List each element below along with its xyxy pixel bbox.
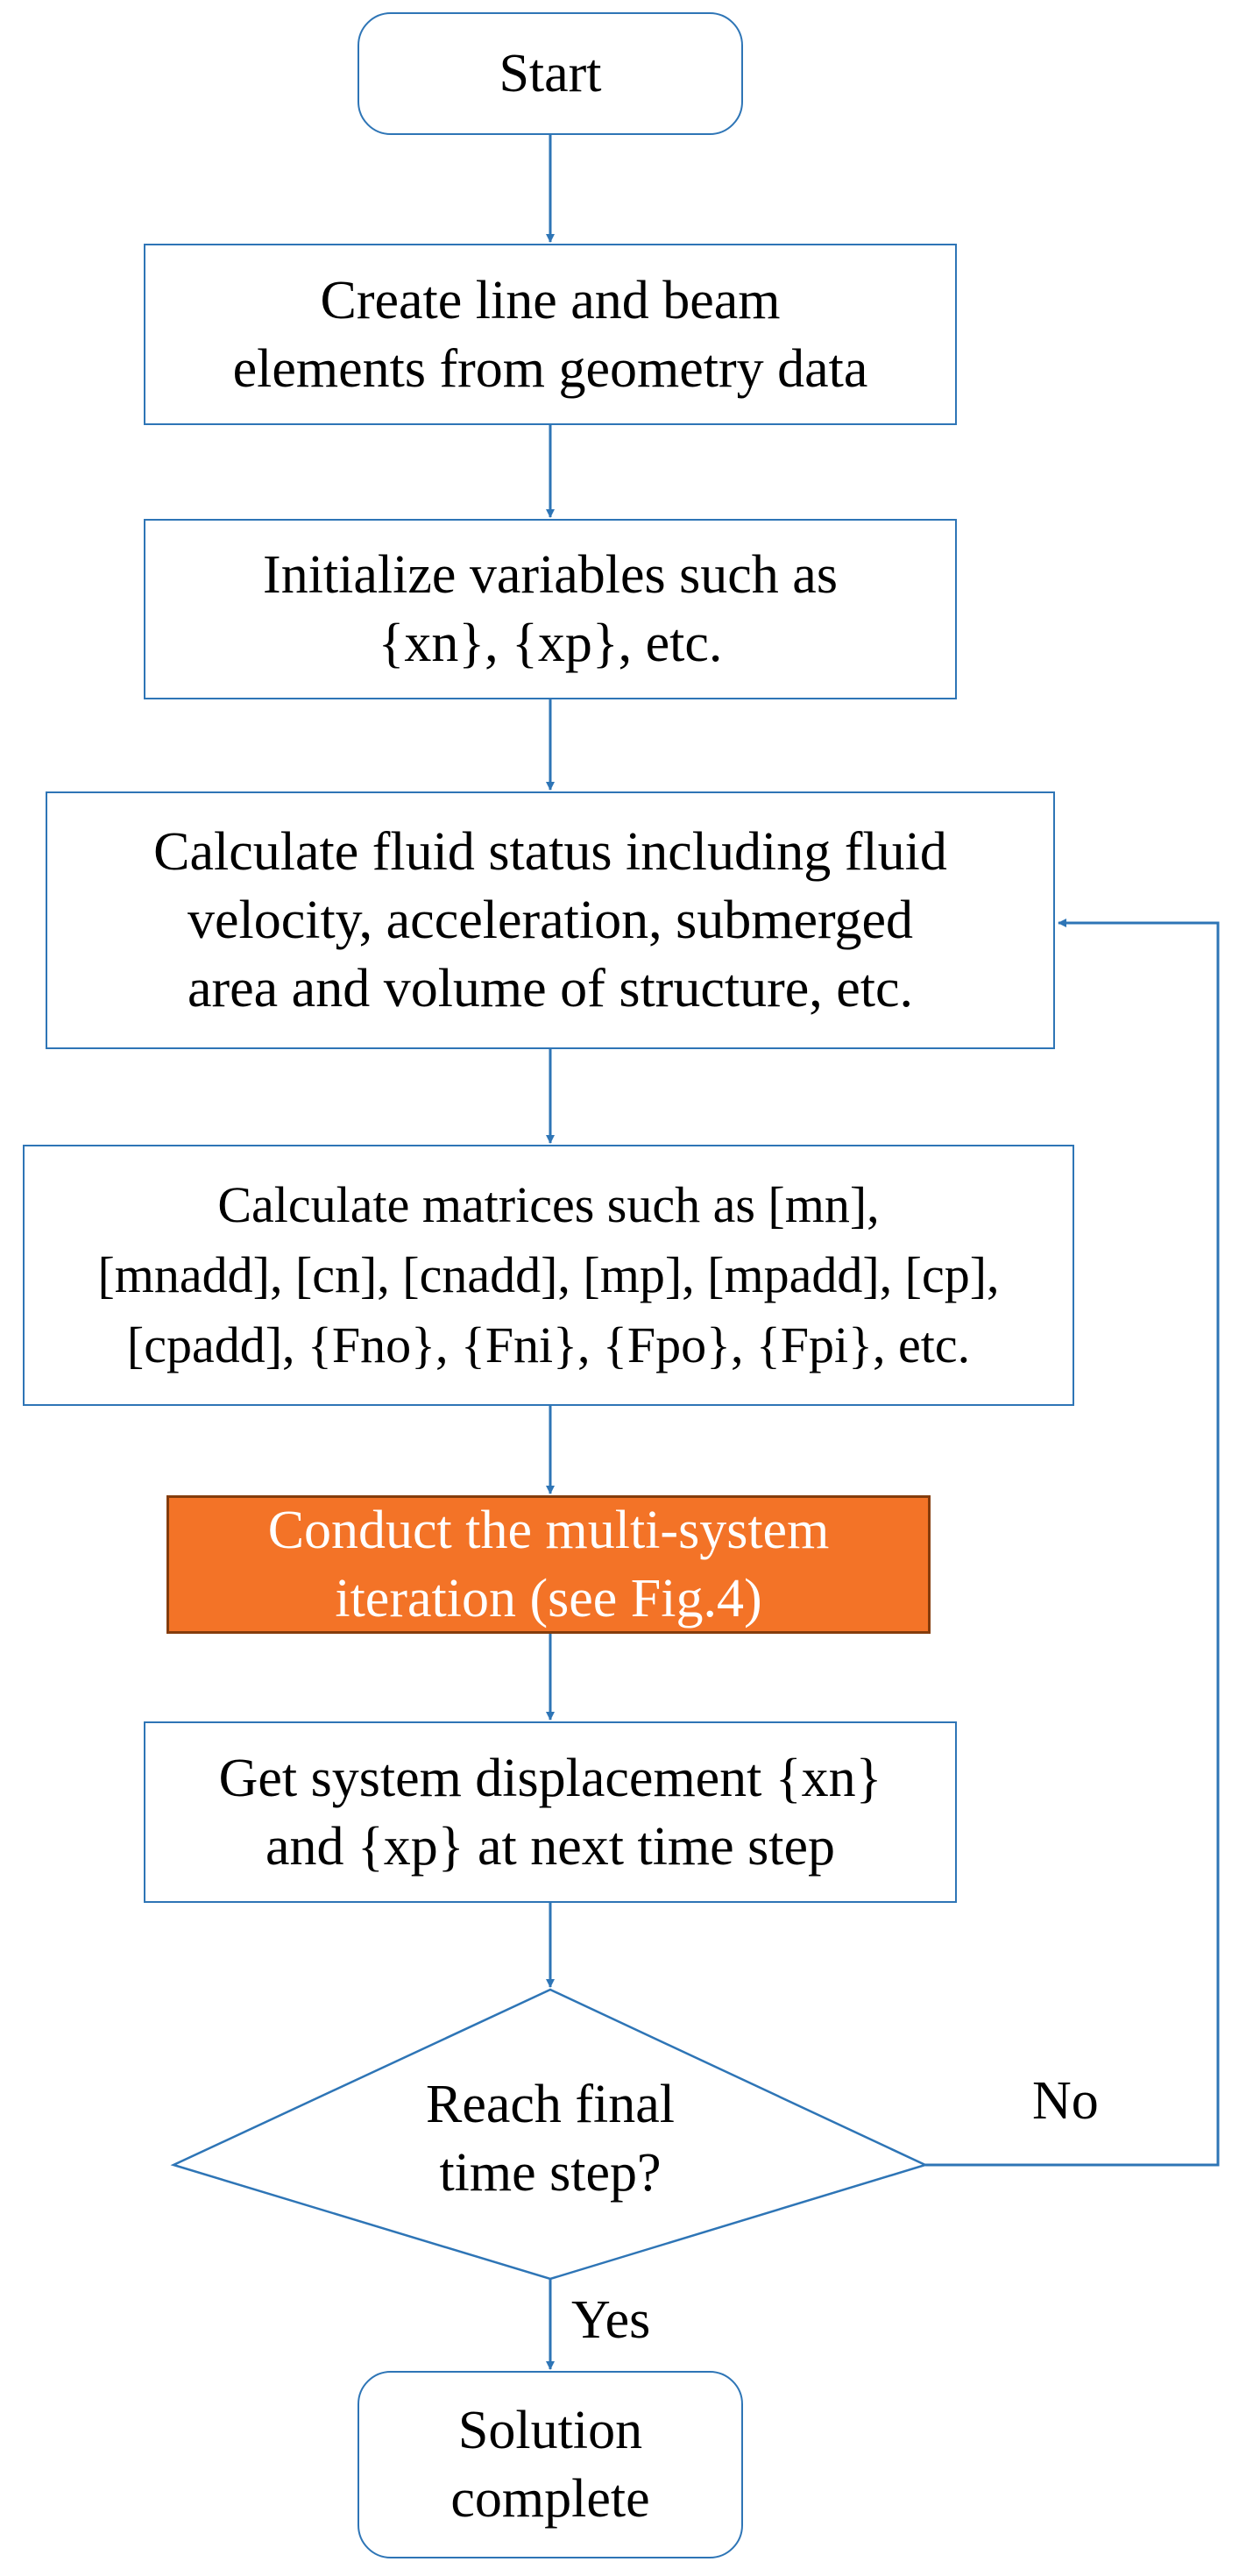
system-displacement-box: Get system displacement {xn} and {xp} at… — [144, 1721, 957, 1903]
arrow-loop-back-no — [925, 919, 1220, 2167]
initialize-variables-line-1: Initialize variables such as — [263, 545, 838, 605]
multi-system-iteration-box: Conduct the multi-system iteration (see … — [166, 1495, 931, 1634]
create-elements-line-1: Create line and beam — [320, 270, 781, 330]
calculate-matrices-line-2: [mnadd], [cn], [cnadd], [mp], [mpadd], [… — [97, 1246, 1000, 1303]
multi-system-iteration-line-1: Conduct the multi-system — [267, 1501, 830, 1560]
fluid-status-line-3: area and volume of structure, etc. — [187, 959, 913, 1018]
initialize-variables-line-2: {xn}, {xp}, etc. — [378, 614, 723, 673]
fluid-status-line-1: Calculate fluid status including fluid — [153, 822, 947, 882]
no-label: No — [1032, 2071, 1099, 2131]
calculate-matrices-line-3: [cpadd], {Fno}, {Fni}, {Fpo}, {Fpi}, etc… — [126, 1316, 971, 1373]
create-elements-line-2: elements from geometry data — [232, 338, 868, 399]
fluid-status-line-2: velocity, acceleration, submerged — [187, 891, 914, 950]
calculate-matrices-line-1: Calculate matrices such as [mn], — [217, 1176, 880, 1233]
end-node-line-2: complete — [450, 2469, 650, 2529]
calculate-matrices-box: Calculate matrices such as [mn], [mnadd]… — [23, 1145, 1074, 1406]
decision-line-1: Reach final — [425, 2075, 676, 2134]
end-node-line-1: Solution — [457, 2401, 643, 2460]
system-displacement-line-2: and {xp} at next time step — [265, 1816, 836, 1877]
start-node-text: Start — [499, 44, 602, 103]
fluid-status-box: Calculate fluid status including fluid v… — [46, 791, 1055, 1049]
end-node: Solution complete — [358, 2371, 743, 2558]
decision-diamond — [170, 1988, 929, 2281]
create-elements-box: Create line and beam elements from geome… — [144, 244, 957, 425]
decision-line-2: time step? — [439, 2143, 662, 2203]
yes-label: Yes — [571, 2290, 651, 2350]
decision-text: Reach final time step? — [331, 2042, 769, 2235]
initialize-variables-box: Initialize variables such as {xn}, {xp},… — [144, 519, 957, 699]
multi-system-iteration-line-2: iteration (see Fig.4) — [335, 1569, 762, 1629]
start-node: Start — [358, 12, 743, 135]
system-displacement-line-1: Get system displacement {xn} — [218, 1748, 882, 1808]
